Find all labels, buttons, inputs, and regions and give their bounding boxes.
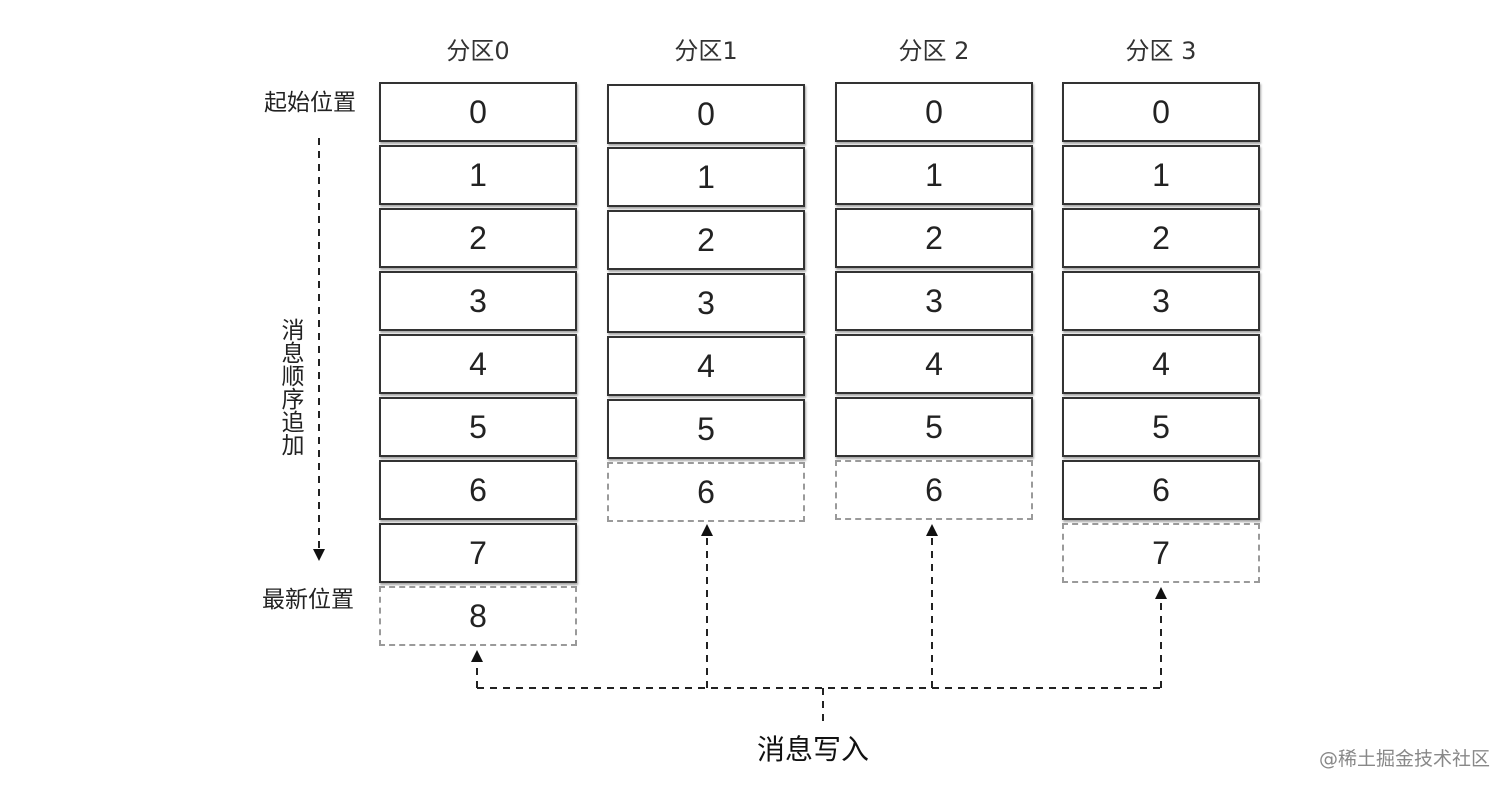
offset-cell: 1 (1062, 145, 1260, 205)
partition-title-1: 分区1 (674, 37, 738, 65)
offset-cell: 5 (607, 399, 805, 459)
offset-cell: 2 (1062, 208, 1260, 268)
next-offset-cell: 6 (607, 462, 805, 522)
start-position-label: 起始位置 (264, 90, 356, 116)
offset-cell: 4 (379, 334, 577, 394)
offset-cell: 1 (607, 147, 805, 207)
offset-cell: 5 (835, 397, 1033, 457)
next-offset-cell: 7 (1062, 523, 1260, 583)
offset-cell: 0 (1062, 82, 1260, 142)
watermark: @稀土掘金技术社区 (1318, 748, 1490, 770)
partition-title-2: 分区 2 (898, 37, 970, 65)
offset-cell: 7 (379, 523, 577, 583)
write-connector (471, 524, 1167, 722)
offset-cell: 3 (379, 271, 577, 331)
offset-cell: 5 (379, 397, 577, 457)
offset-cell: 5 (1062, 397, 1260, 457)
offset-cell: 3 (1062, 271, 1260, 331)
offset-cell: 4 (1062, 334, 1260, 394)
offset-cell: 3 (607, 273, 805, 333)
offset-cell: 6 (1062, 460, 1260, 520)
offset-cell: 4 (607, 336, 805, 396)
offset-cell: 2 (835, 208, 1033, 268)
offset-cell: 2 (379, 208, 577, 268)
offset-cell: 1 (835, 145, 1033, 205)
latest-position-label: 最新位置 (262, 587, 354, 613)
partition-title-0: 分区0 (446, 37, 510, 65)
offset-cell: 4 (835, 334, 1033, 394)
append-order-label: 消息顺序追加 (277, 318, 303, 456)
offset-cell: 3 (835, 271, 1033, 331)
offset-cell: 0 (379, 82, 577, 142)
next-offset-cell: 6 (835, 460, 1033, 520)
offset-cell: 0 (835, 82, 1033, 142)
offset-cell: 0 (607, 84, 805, 144)
offset-cell: 2 (607, 210, 805, 270)
offset-cell: 6 (379, 460, 577, 520)
message-write-label: 消息写入 (757, 733, 870, 766)
partition-title-3: 分区 3 (1125, 37, 1197, 65)
next-offset-cell: 8 (379, 586, 577, 646)
offset-cell: 1 (379, 145, 577, 205)
